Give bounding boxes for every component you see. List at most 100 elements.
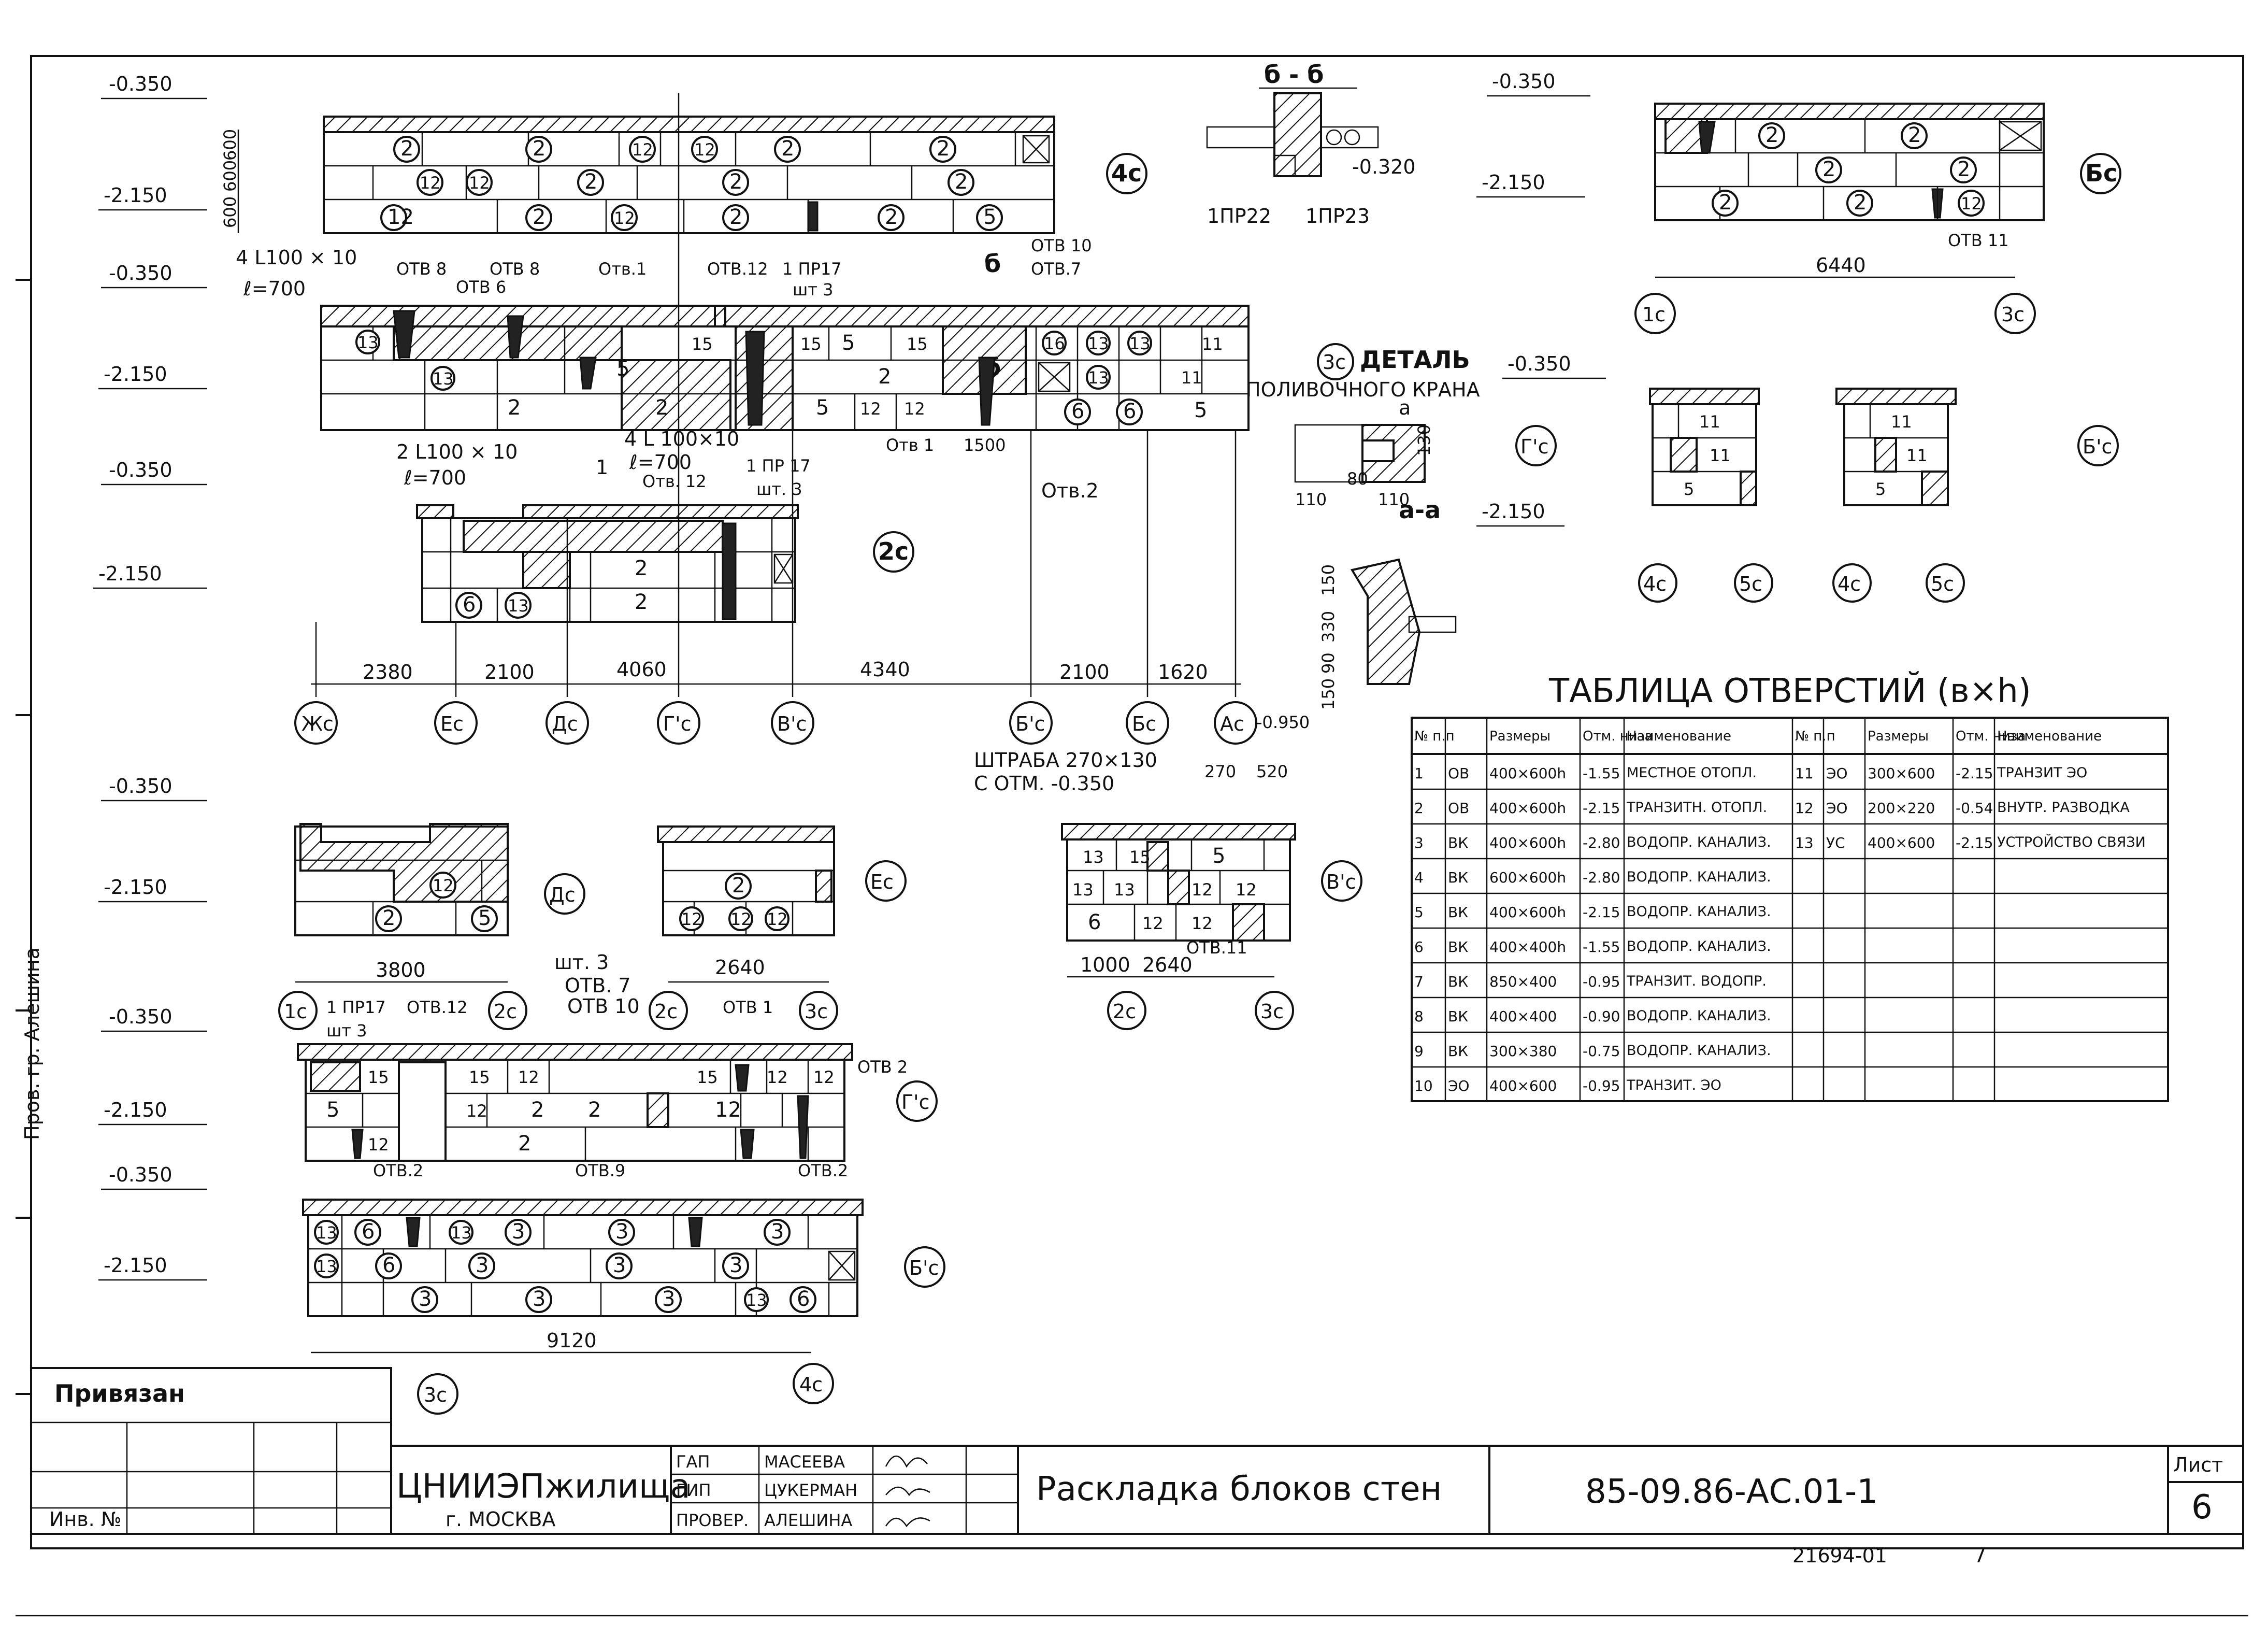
table-cell: 13 [1795, 834, 1814, 851]
svg-text:5: 5 [983, 205, 996, 229]
svg-text:2: 2 [382, 906, 395, 930]
table-cell: 400×600h [1489, 834, 1567, 851]
svg-text:2640: 2640 [715, 956, 765, 979]
svg-text:2: 2 [1908, 123, 1921, 147]
svg-text:2c: 2c [878, 537, 909, 565]
table-header: Размеры [1868, 729, 1929, 744]
svg-text:ОТВ 1: ОТВ 1 [723, 998, 773, 1017]
table-cell: 400×600h [1489, 765, 1567, 782]
signature-3 [885, 1517, 930, 1528]
small-section-g: -0.350 -2.150 Г'с 11 11 5 4с 5с [1476, 352, 1773, 603]
svg-text:ПОЛИВОЧНОГО КРАНА: ПОЛИВОЧНОГО КРАНА [1246, 378, 1480, 401]
svg-text:6: 6 [463, 593, 476, 617]
svg-text:3с: 3с [424, 1384, 447, 1406]
table-cell: ВК [1448, 834, 1469, 851]
svg-text:Ес: Ес [870, 871, 894, 893]
svg-text:2: 2 [635, 590, 648, 614]
table-cell: ВОДОПР. КАНАЛИЗ. [1627, 1008, 1771, 1024]
svg-text:ОТВ.12: ОТВ.12 [407, 998, 468, 1017]
table-cell: -2.15 [1583, 904, 1620, 921]
svg-text:-0.350: -0.350 [1492, 70, 1556, 93]
svg-text:Ес: Ес [440, 713, 464, 735]
svg-text:2: 2 [732, 874, 745, 898]
svg-text:6: 6 [1123, 400, 1136, 423]
svg-text:13: 13 [1114, 880, 1135, 900]
svg-text:5: 5 [1194, 398, 1207, 422]
svg-text:2100: 2100 [484, 661, 535, 683]
svg-text:ℓ=700: ℓ=700 [629, 451, 692, 474]
table-cell: УСТРОЙСТВО СВЯЗИ [1997, 834, 2146, 850]
openings-table: ТАБЛИЦА ОТВЕРСТИЙ (в×h) [1411, 671, 2169, 1102]
svg-text:12: 12 [813, 1067, 835, 1087]
main-axes: 2380 2100 4060 4340 2100 1620 Жс Ес Дс Г… [294, 93, 1310, 745]
svg-text:4c: 4c [1111, 159, 1142, 187]
svg-text:-2.150: -2.150 [104, 363, 167, 386]
svg-text:130: 130 [1414, 424, 1434, 456]
wall-4c: -0.350 -2.150 600 600 600 2 2 12 12 [98, 73, 1147, 234]
svg-text:2с: 2с [494, 1000, 517, 1023]
table-cell: ВК [1448, 1008, 1469, 1025]
table-header: № п.п [1795, 729, 1835, 744]
svg-text:Г'с: Г'с [901, 1091, 930, 1114]
signature-2 [885, 1486, 930, 1497]
wall-2c-lower: -0.350 -2.150 2 L100 × 10 ℓ=700 1 Отв. 1… [93, 440, 914, 623]
table-cell: ВК [1448, 904, 1469, 921]
table-cell: -2.15 [1956, 834, 1993, 851]
svg-text:1620: 1620 [1158, 661, 1208, 683]
table-header: Отм. низа [1956, 729, 2026, 744]
svg-text:12: 12 [466, 1101, 487, 1121]
table-cell: ВК [1448, 973, 1469, 990]
svg-text:2с: 2с [654, 1000, 678, 1023]
table-cell: ОВ [1448, 800, 1470, 817]
table-header: № п.п [1414, 729, 1455, 744]
table-cell: 11 [1795, 765, 1814, 782]
table-cell: 400×600 [1489, 1077, 1557, 1094]
svg-text:3: 3 [771, 1220, 784, 1244]
svg-text:5: 5 [326, 1098, 339, 1122]
svg-text:13: 13 [1072, 880, 1094, 900]
svg-text:11: 11 [1891, 412, 1912, 432]
svg-text:Бс: Бс [1132, 713, 1156, 735]
svg-text:ℓ=700: ℓ=700 [404, 466, 466, 489]
svg-text:12: 12 [767, 909, 788, 929]
svg-text:4с: 4с [799, 1373, 823, 1396]
svg-text:3: 3 [533, 1287, 546, 1311]
svg-text:11: 11 [1906, 446, 1928, 465]
svg-text:3с: 3с [805, 1000, 828, 1023]
svg-text:ШТРАБА 270×130: ШТРАБА 270×130 [974, 749, 1157, 772]
svg-text:13: 13 [357, 333, 379, 352]
table-cell: 9 [1414, 1043, 1424, 1060]
svg-text:15: 15 [368, 1067, 389, 1087]
svg-text:1 ПР17: 1 ПР17 [326, 998, 386, 1017]
bound-label: Привязан [54, 1379, 185, 1407]
table-cell: ТРАНЗИТ. ВОДОПР. [1627, 973, 1767, 989]
svg-text:3: 3 [419, 1287, 432, 1311]
svg-text:13: 13 [1088, 334, 1109, 353]
svg-text:а: а [1399, 396, 1411, 419]
table-cell: 200×220 [1868, 800, 1935, 817]
svg-text:12: 12 [632, 140, 653, 160]
inv-label: Инв. № [49, 1508, 121, 1531]
svg-text:ГИП: ГИП [676, 1480, 711, 1500]
table-cell: 7 [1414, 973, 1424, 990]
svg-text:150: 150 [1318, 678, 1338, 710]
svg-text:110: 110 [1295, 490, 1327, 509]
svg-text:5с: 5с [1739, 573, 1762, 595]
svg-text:6: 6 [362, 1220, 375, 1244]
svg-text:16: 16 [1044, 334, 1065, 353]
svg-text:5: 5 [1684, 479, 1694, 499]
svg-text:3: 3 [662, 1287, 675, 1311]
svg-text:12: 12 [1192, 880, 1213, 900]
svg-text:-0.350: -0.350 [109, 262, 173, 284]
table-cell: 600×600h [1489, 869, 1567, 886]
svg-text:шт 3: шт 3 [326, 1021, 367, 1041]
table-cell: ВК [1448, 869, 1469, 886]
svg-text:1ПР23: 1ПР23 [1305, 205, 1370, 227]
svg-text:2: 2 [1854, 191, 1867, 215]
sheet-number: 6 [2191, 1488, 2213, 1527]
table-cell: 400×600 [1868, 834, 1935, 851]
svg-text:2: 2 [1957, 158, 1970, 181]
course-1: 600 [220, 129, 240, 161]
svg-text:-2.150: -2.150 [104, 1254, 167, 1277]
